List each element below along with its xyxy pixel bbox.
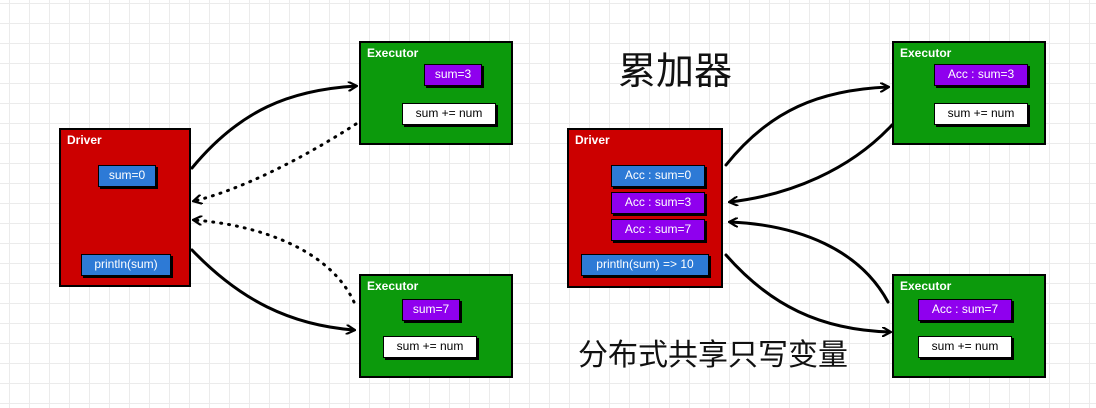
arrow-executor-bottom-to-driver-dotted <box>194 220 356 304</box>
left-executor-top-title: Executor <box>367 46 419 60</box>
left-executor-bottom-title: Executor <box>367 279 419 293</box>
right-driver-title: Driver <box>575 133 610 147</box>
arrow-driver-to-executor-top <box>190 86 356 170</box>
right-executor-top-op-chip: sum += num <box>934 103 1028 125</box>
caption-accumulator: 累加器 <box>618 49 733 93</box>
arrow-executor-top-to-driver-dotted <box>194 122 358 201</box>
right-driver-acc-chip-0: Acc : sum=0 <box>611 165 705 187</box>
right-driver-box: Driver Acc : sum=0 Acc : sum=3 Acc : sum… <box>567 128 723 288</box>
left-executor-top-sum-chip: sum=3 <box>424 64 482 86</box>
left-executor-bottom-sum-chip: sum=7 <box>402 299 460 321</box>
right-executor-bottom-acc-chip: Acc : sum=7 <box>918 299 1012 321</box>
right-driver-println-chip: println(sum) => 10 <box>581 254 709 276</box>
arrow-driver-to-executor-top-right <box>724 87 888 167</box>
right-driver-acc-chip-1: Acc : sum=3 <box>611 192 705 214</box>
left-executor-top-op-chip: sum += num <box>402 103 496 125</box>
left-driver-title: Driver <box>67 133 102 147</box>
left-driver-println-chip: println(sum) <box>81 254 171 276</box>
right-driver-acc-chip-2: Acc : sum=7 <box>611 219 705 241</box>
right-executor-top-acc-chip: Acc : sum=3 <box>934 64 1028 86</box>
right-executor-bottom-box: Executor Acc : sum=7 sum += num <box>892 274 1046 378</box>
arrow-executor-bottom-to-driver-right <box>730 222 890 304</box>
left-executor-bottom-box: Executor sum=7 sum += num <box>359 274 513 378</box>
left-driver-box: Driver sum=0 println(sum) <box>59 128 191 287</box>
left-executor-top-box: Executor sum=3 sum += num <box>359 41 513 145</box>
right-executor-top-title: Executor <box>900 46 952 60</box>
arrow-driver-to-executor-bottom-right <box>724 253 890 332</box>
right-executor-bottom-title: Executor <box>900 279 952 293</box>
left-driver-sum-chip: sum=0 <box>98 165 156 187</box>
arrow-executor-top-to-driver-right <box>730 123 894 202</box>
arrow-driver-to-executor-bottom <box>190 248 354 330</box>
caption-shared-write-only-variable: 分布式共享只写变量 <box>578 338 848 373</box>
right-executor-bottom-op-chip: sum += num <box>918 336 1012 358</box>
right-executor-top-box: Executor Acc : sum=3 sum += num <box>892 41 1046 145</box>
left-executor-bottom-op-chip: sum += num <box>383 336 477 358</box>
